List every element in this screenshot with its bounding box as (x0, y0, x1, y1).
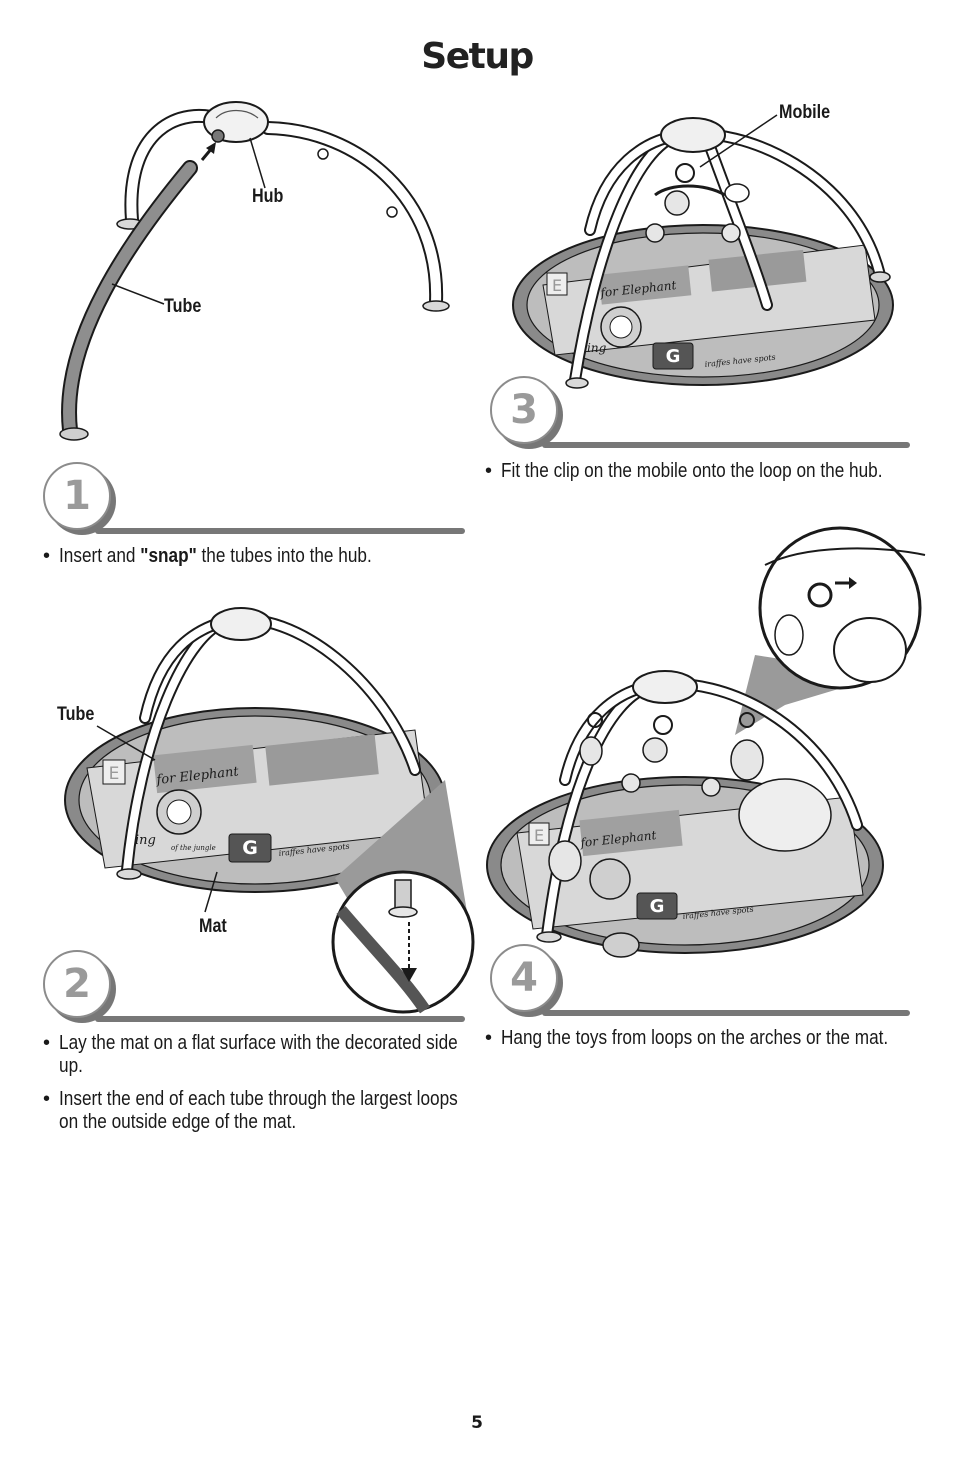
step-rule (542, 442, 910, 448)
instruction-text: Insert the end of each tube through the … (59, 1088, 458, 1133)
step-circle (490, 376, 558, 444)
mat-letter-g: G (242, 837, 258, 859)
mobile-callout: Mobile (779, 102, 831, 123)
instruction-item: Hang the toys from loops on the arches o… (485, 1027, 895, 1050)
instruction-emphasis: "snap" (140, 545, 197, 567)
figure-step-3-illustration: G E for Elephant iraffes have spots ing (512, 114, 894, 389)
step-circle (43, 950, 111, 1018)
step-4-instructions: Hang the toys from loops on the arches o… (485, 1027, 895, 1060)
page-title: Setup (421, 36, 534, 77)
step-number: 3 (510, 387, 538, 433)
instruction-item: Fit the clip on the mobile onto the loop… (485, 460, 895, 483)
step-3-instructions: Fit the clip on the mobile onto the loop… (485, 460, 895, 493)
step-circle (490, 944, 558, 1012)
step-rule (95, 1016, 465, 1022)
instruction-text: Insert and (59, 545, 141, 567)
mat-text-king: ing (135, 833, 156, 848)
mat-letter-g: G (650, 896, 665, 917)
mat-text-of-the-jungle: of the jungle (171, 844, 216, 852)
mat-letter-e: E (109, 764, 120, 784)
mat-letter-e: E (534, 826, 544, 845)
step-2-instructions: Lay the mat on a flat surface with the d… (43, 1032, 463, 1144)
instruction-text: Lay the mat on a flat surface with the d… (59, 1032, 458, 1077)
step-1-instructions: Insert and "snap" the tubes into the hub… (43, 545, 463, 578)
hub-callout: Hub (252, 186, 284, 207)
step-rule (542, 1010, 910, 1016)
step-number: 1 (63, 473, 91, 519)
tube-callout: Tube (57, 704, 95, 725)
instruction-text: Hang the toys from loops on the arches o… (501, 1027, 889, 1049)
mat-letter-g: G (666, 346, 681, 367)
mat-callout: Mat (199, 916, 227, 937)
step-rule (95, 528, 465, 534)
page-number: 5 (471, 1413, 483, 1433)
instruction-item: Insert the end of each tube through the … (43, 1088, 463, 1134)
tube-callout: Tube (164, 296, 202, 317)
figure-step-4-illustration: G E for Elephant iraffes have spots (486, 526, 926, 958)
step-number: 2 (63, 961, 91, 1007)
mat-letter-e: E (552, 276, 562, 295)
instruction-text: Fit the clip on the mobile onto the loop… (501, 460, 883, 482)
figure-step-1-illustration (59, 101, 450, 441)
instruction-text: the tubes into the hub. (196, 545, 372, 567)
instruction-item: Insert and "snap" the tubes into the hub… (43, 545, 463, 568)
step-number: 4 (510, 955, 538, 1001)
mat-text-king: ing (587, 341, 607, 355)
instruction-item: Lay the mat on a flat surface with the d… (43, 1032, 463, 1078)
figure-step-2-illustration: G E for Elephant ing of the jungle iraff… (64, 607, 475, 1014)
step-circle (43, 462, 111, 530)
